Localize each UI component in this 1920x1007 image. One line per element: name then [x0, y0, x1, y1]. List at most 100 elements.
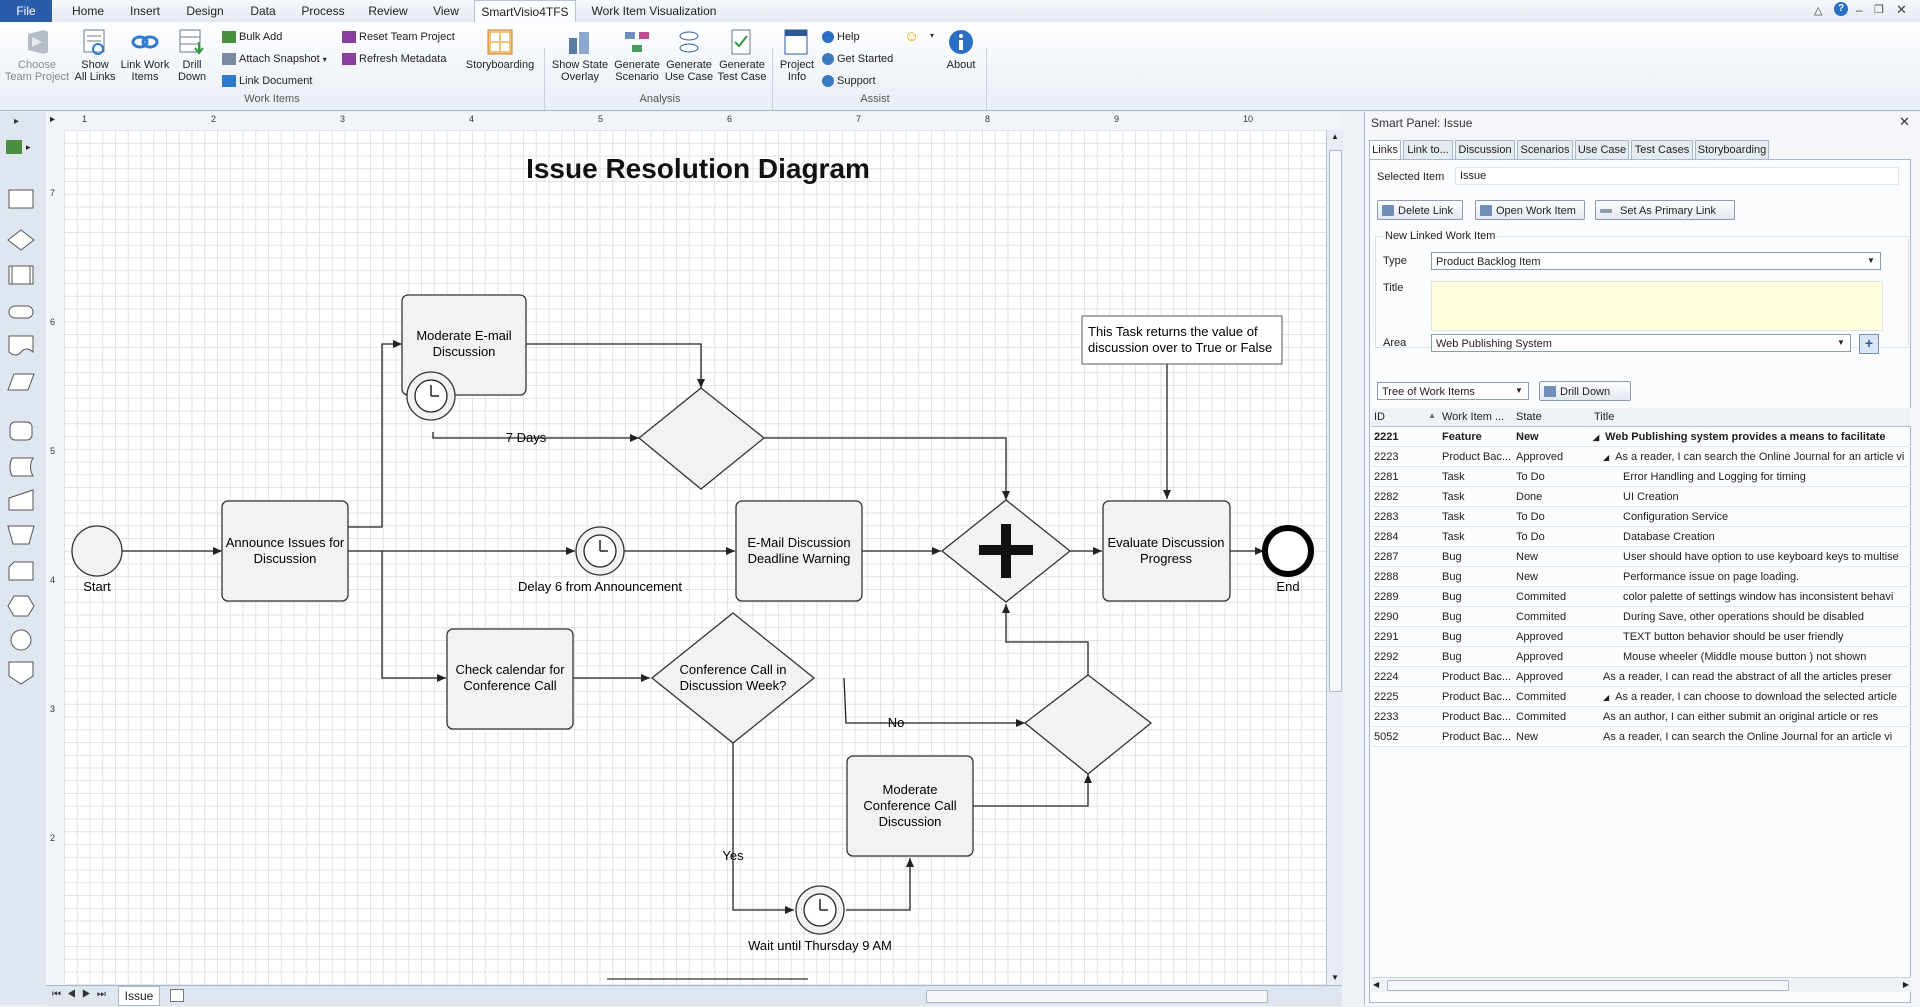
minimize-ribbon-icon[interactable]: △	[1814, 5, 1823, 17]
table-hscrollbar[interactable]: ◀ ▶	[1371, 977, 1911, 992]
window-minimize-icon[interactable]: –	[1856, 3, 1863, 17]
shapes-stencil[interactable]	[6, 186, 38, 826]
tab-insert[interactable]: Insert	[129, 4, 160, 18]
attach-snapshot-button[interactable]: Attach Snapshot ▾	[222, 50, 327, 68]
moderate-conference-task[interactable]	[846, 755, 974, 857]
stencil-arrow-icon[interactable]: ▸	[26, 142, 31, 152]
smiley-feedback-icon[interactable]: ☺	[904, 28, 920, 45]
canvas-vscroll-thumb[interactable]	[1329, 150, 1342, 692]
drawing-canvas[interactable]: Issue Resolution Diagram Start Announce …	[64, 130, 1326, 985]
email-deadline-task[interactable]	[735, 500, 863, 602]
merge-gateway[interactable]	[1023, 674, 1153, 775]
annotation-box[interactable]	[1081, 315, 1283, 365]
tab-use-case[interactable]: Use Case	[1575, 140, 1629, 160]
evaluate-progress-task[interactable]	[1102, 500, 1231, 602]
area-dropdown[interactable]: Web Publishing System▼	[1431, 334, 1851, 352]
start-event[interactable]	[71, 525, 123, 577]
moderate-email-task[interactable]	[401, 294, 527, 396]
insert-page-icon[interactable]	[170, 989, 184, 1002]
delay-timer-event[interactable]	[575, 526, 625, 576]
tree-collapse-icon[interactable]: ◢	[1603, 452, 1610, 462]
tab-links[interactable]: Links	[1369, 140, 1401, 160]
delete-link-button[interactable]: Delete Link	[1377, 200, 1463, 220]
storyboarding-button[interactable]: Storyboarding	[460, 28, 540, 71]
page-tab-issue[interactable]: Issue	[118, 986, 160, 1006]
conference-week-gateway[interactable]	[650, 612, 816, 744]
show-state-overlay-button[interactable]: Show State Overlay	[548, 28, 612, 83]
tab-scenarios[interactable]: Scenarios	[1517, 140, 1573, 160]
window-restore-icon[interactable]: ❐	[1874, 4, 1884, 16]
open-work-item-button[interactable]: Open Work Item	[1475, 200, 1585, 220]
tab-link-to[interactable]: Link to...	[1403, 140, 1453, 160]
drill-down-ribbon-button[interactable]: Drill Down	[172, 28, 212, 83]
generate-test-case-button[interactable]: Generate Test Case	[716, 28, 768, 83]
tab-home[interactable]: Home	[71, 4, 104, 18]
ruler-toggle-icon[interactable]: ▸	[50, 114, 56, 125]
table-hscroll-thumb[interactable]	[1387, 980, 1789, 991]
page-navigation-icons[interactable]: ⏮◀▶⏭	[52, 989, 112, 1000]
bulk-add-button[interactable]: Bulk Add	[222, 28, 282, 46]
generate-use-case-button[interactable]: Generate Use Case	[664, 28, 714, 83]
announce-issues-task[interactable]	[221, 500, 349, 602]
refresh-metadata-button[interactable]: Refresh Metadata	[342, 50, 446, 68]
close-panel-icon[interactable]: ✕	[1899, 114, 1910, 129]
tab-view[interactable]: View	[433, 4, 459, 18]
canvas-vertical-scrollbar[interactable]: ▲ ▼	[1326, 130, 1343, 985]
column-header-state[interactable]: State	[1513, 408, 1591, 427]
tab-work-item-visualization[interactable]: Work Item Visualization	[591, 4, 717, 18]
window-close-icon[interactable]: ✕	[1896, 2, 1907, 17]
email-timer-event[interactable]	[406, 371, 456, 421]
tree-collapse-icon[interactable]: ◢	[1593, 432, 1600, 442]
help-icon[interactable]: ?	[1834, 2, 1848, 16]
shapes-stencil-icon[interactable]	[6, 140, 22, 154]
expand-panel-icon[interactable]: ▸	[14, 116, 20, 127]
view-mode-dropdown[interactable]: Tree of Work Items▼	[1377, 382, 1529, 400]
tab-storyboarding[interactable]: Storyboarding	[1695, 140, 1769, 160]
choose-team-project-button[interactable]: Choose Team Project	[4, 28, 70, 83]
support-button[interactable]: Support	[822, 72, 876, 90]
canvas-hscroll-thumb[interactable]	[926, 990, 1268, 1003]
scroll-right-icon[interactable]: ▶	[1902, 980, 1909, 989]
column-header-title[interactable]: Title	[1591, 408, 1911, 427]
tab-review[interactable]: Review	[368, 4, 408, 18]
check-calendar-task[interactable]	[446, 628, 574, 730]
link-work-items-button[interactable]: Link Work Items	[120, 28, 170, 83]
scroll-down-icon[interactable]: ▼	[1331, 973, 1339, 982]
get-started-button[interactable]: Get Started	[822, 50, 893, 68]
tab-test-cases[interactable]: Test Cases	[1631, 140, 1693, 160]
tab-file[interactable]: File	[0, 0, 52, 22]
wait-timer-event[interactable]	[795, 885, 845, 935]
type-dropdown[interactable]: Product Backlog Item▼	[1431, 252, 1881, 270]
email-gateway[interactable]	[637, 387, 766, 490]
set-primary-link-button[interactable]: Set As Primary Link	[1595, 200, 1735, 220]
column-header-id[interactable]: ID▲	[1371, 408, 1439, 427]
scroll-up-icon[interactable]: ▲	[1331, 132, 1339, 141]
title-input[interactable]	[1431, 281, 1883, 331]
about-button[interactable]: About	[940, 28, 982, 71]
project-info-button[interactable]: Project Info	[776, 28, 818, 83]
column-header-type[interactable]: Work Item ...	[1439, 408, 1513, 427]
tree-collapse-icon[interactable]: ◢	[1603, 692, 1610, 702]
drill-down-button[interactable]: Drill Down	[1539, 381, 1631, 401]
show-all-links-button[interactable]: Show All Links	[72, 28, 118, 83]
help-ribbon-button[interactable]: Help	[822, 28, 860, 46]
tab-smartvisio4tfs[interactable]: SmartVisio4TFS	[474, 0, 576, 23]
link-document-button[interactable]: Link Document	[222, 72, 312, 90]
scroll-left-icon[interactable]: ◀	[1373, 980, 1380, 989]
feedback-dropdown-icon[interactable]: ▾	[930, 31, 935, 40]
tab-discussion[interactable]: Discussion	[1455, 140, 1515, 160]
